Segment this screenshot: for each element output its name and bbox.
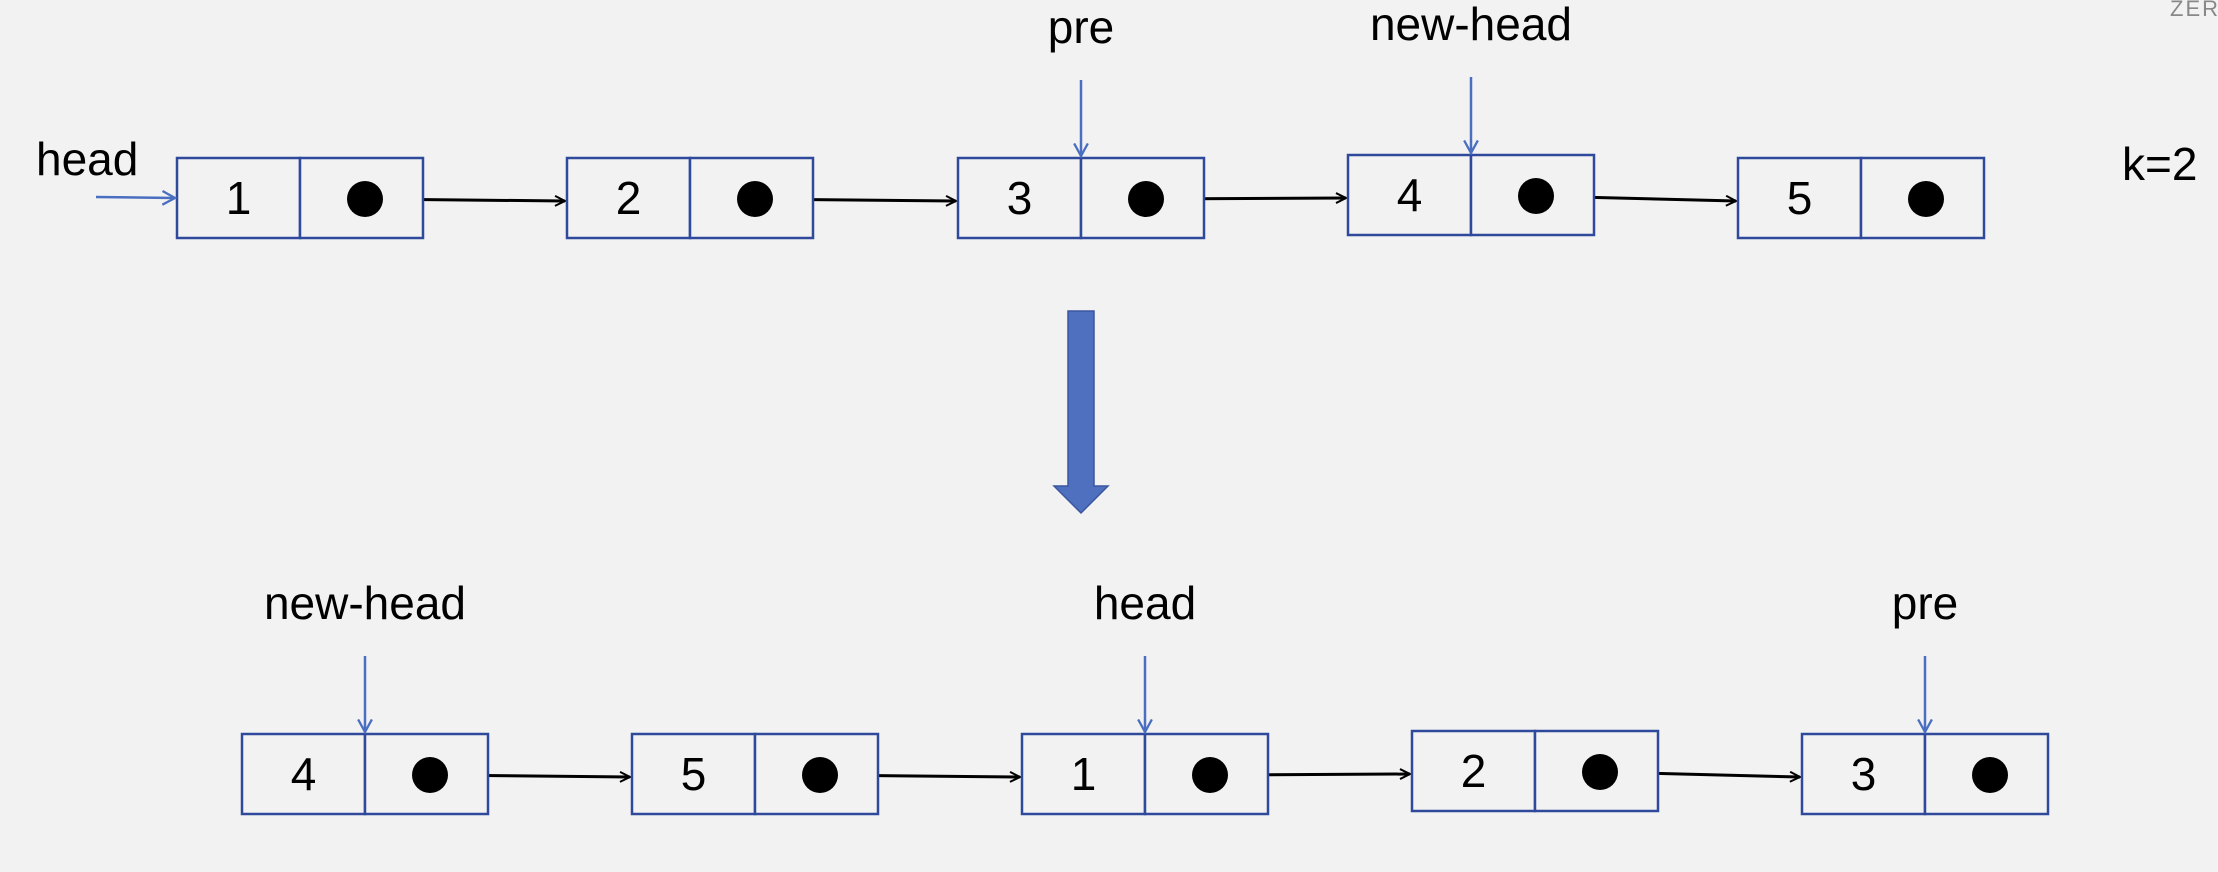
next-pointer-dot xyxy=(1128,181,1164,217)
node-value-cell xyxy=(1410,729,1537,813)
before-node-4: 4 xyxy=(1346,153,1596,237)
pointer-arrow-head xyxy=(95,197,175,198)
node-value-cell xyxy=(630,732,757,816)
node-value: 5 xyxy=(1787,172,1813,224)
node-value-cell xyxy=(1736,156,1863,240)
pointer-label-new-head: new-head xyxy=(1370,0,1572,50)
node-value: 4 xyxy=(1397,169,1423,221)
node-value-cell xyxy=(240,732,367,816)
node-next-cell xyxy=(753,732,880,816)
next-pointer-dot xyxy=(347,181,383,217)
next-pointer-dot xyxy=(737,181,773,217)
after-node-3: 1 xyxy=(1020,732,1270,816)
next-pointer-dot xyxy=(1972,757,2008,793)
nodes-layer: 1 2 3 4 5 4 5 1 2 3 xyxy=(175,153,2050,816)
next-pointer-dot xyxy=(1582,754,1618,790)
pointer-label-head: head xyxy=(36,133,138,185)
before-node-2: 2 xyxy=(565,156,815,240)
next-pointer-dot xyxy=(1192,757,1228,793)
pointer-label-pre: pre xyxy=(1892,577,1958,629)
next-pointer-dot xyxy=(1518,178,1554,214)
after-node-2: 5 xyxy=(630,732,880,816)
transition-down-arrow xyxy=(1052,310,1110,515)
node-value: 4 xyxy=(291,748,317,800)
node-next-cell xyxy=(688,156,815,240)
node-value: 2 xyxy=(1461,745,1487,797)
after-node-1: 4 xyxy=(240,732,490,816)
after-node-5: 3 xyxy=(1800,732,2050,816)
pointers-layer: head pre new-head new-head head pre xyxy=(36,0,1958,732)
next-pointer-dot xyxy=(412,757,448,793)
pointer-label-new-head: new-head xyxy=(264,577,466,629)
pointer-label-pre: pre xyxy=(1048,1,1114,53)
watermark-text: ZER xyxy=(2170,0,2218,21)
k-label: k=2 xyxy=(2122,138,2197,190)
before-node-1: 1 xyxy=(175,156,425,240)
next-pointer-dot xyxy=(1908,181,1944,217)
node-value: 1 xyxy=(226,172,252,224)
before-node-3: 3 xyxy=(956,156,1206,240)
node-value: 5 xyxy=(681,748,707,800)
node-value: 2 xyxy=(616,172,642,224)
node-value: 3 xyxy=(1007,172,1033,224)
node-value-cell xyxy=(1800,732,1927,816)
node-value-cell xyxy=(1346,153,1473,237)
before-node-5: 5 xyxy=(1736,156,1986,240)
node-value: 3 xyxy=(1851,748,1877,800)
pointer-label-head: head xyxy=(1094,577,1196,629)
node-value: 1 xyxy=(1071,748,1097,800)
next-pointer-dot xyxy=(802,757,838,793)
after-node-4: 2 xyxy=(1410,729,1660,813)
node-value-cell xyxy=(1020,732,1147,816)
